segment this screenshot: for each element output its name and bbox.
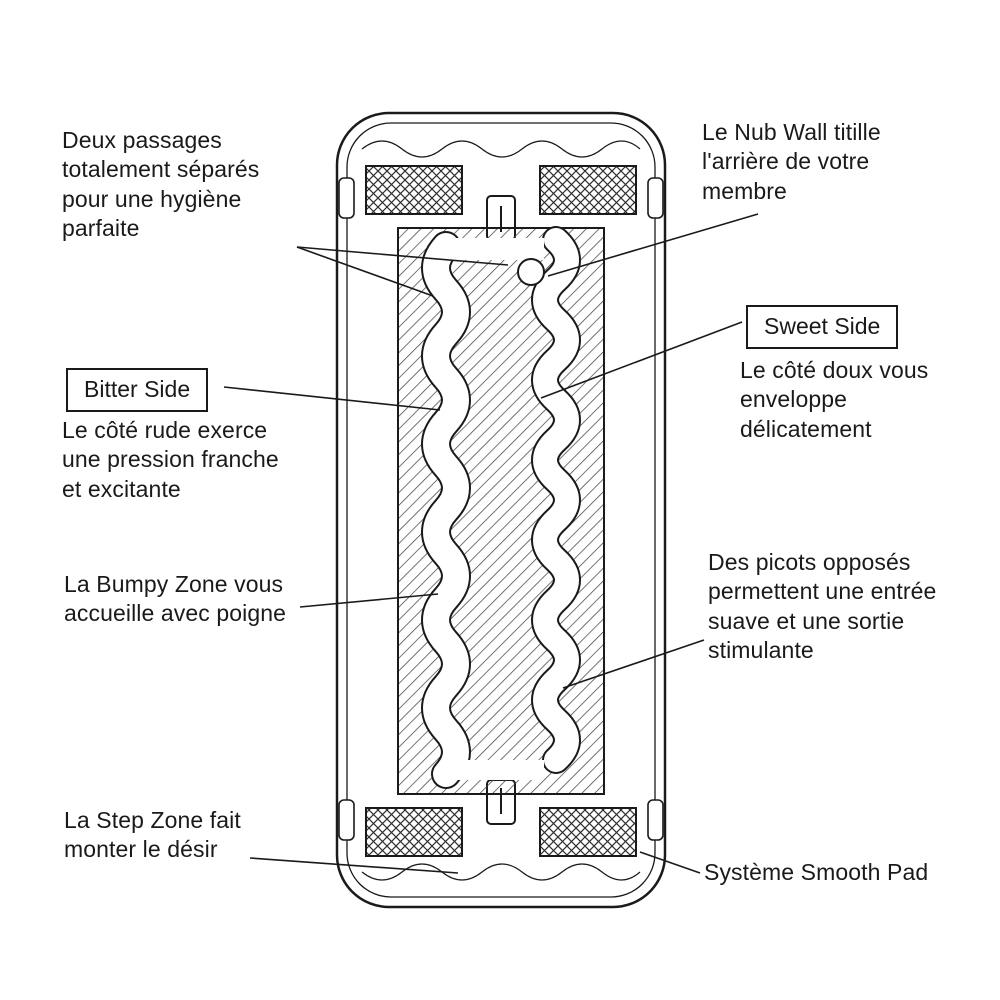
top-junction [452,238,544,260]
label-bumpy-zone: La Bumpy Zone vous accueille avec poigne [64,571,287,627]
leader-lines [223,213,759,874]
label-bitter-side-text: Le côté rude exerce une pression franche… [62,417,279,502]
label-bitter-side-box: Bitter Side [66,368,209,412]
label-sweet-side-text: Le côté doux vous enveloppe délicatement [740,357,929,442]
bottom-cap [338,779,664,881]
label-sweet-side-box: Sweet Side [746,305,899,349]
label-dual-passages: Deux passages totalement séparés pour un… [62,127,260,242]
sweet-channel [531,226,581,774]
label-opposed-nubs: Des picots opposés permettent une entrée… [708,549,937,664]
bottom-junction [452,760,544,780]
label-smooth-pad: Système Smooth Pad [704,859,929,885]
bitter-channel [421,231,471,789]
label-step-zone: La Step Zone fait monter le désir [64,807,241,863]
label-nub-wall: Le Nub Wall titille l'arrière de votre m… [702,119,881,204]
nub-wall-circle [517,258,545,286]
